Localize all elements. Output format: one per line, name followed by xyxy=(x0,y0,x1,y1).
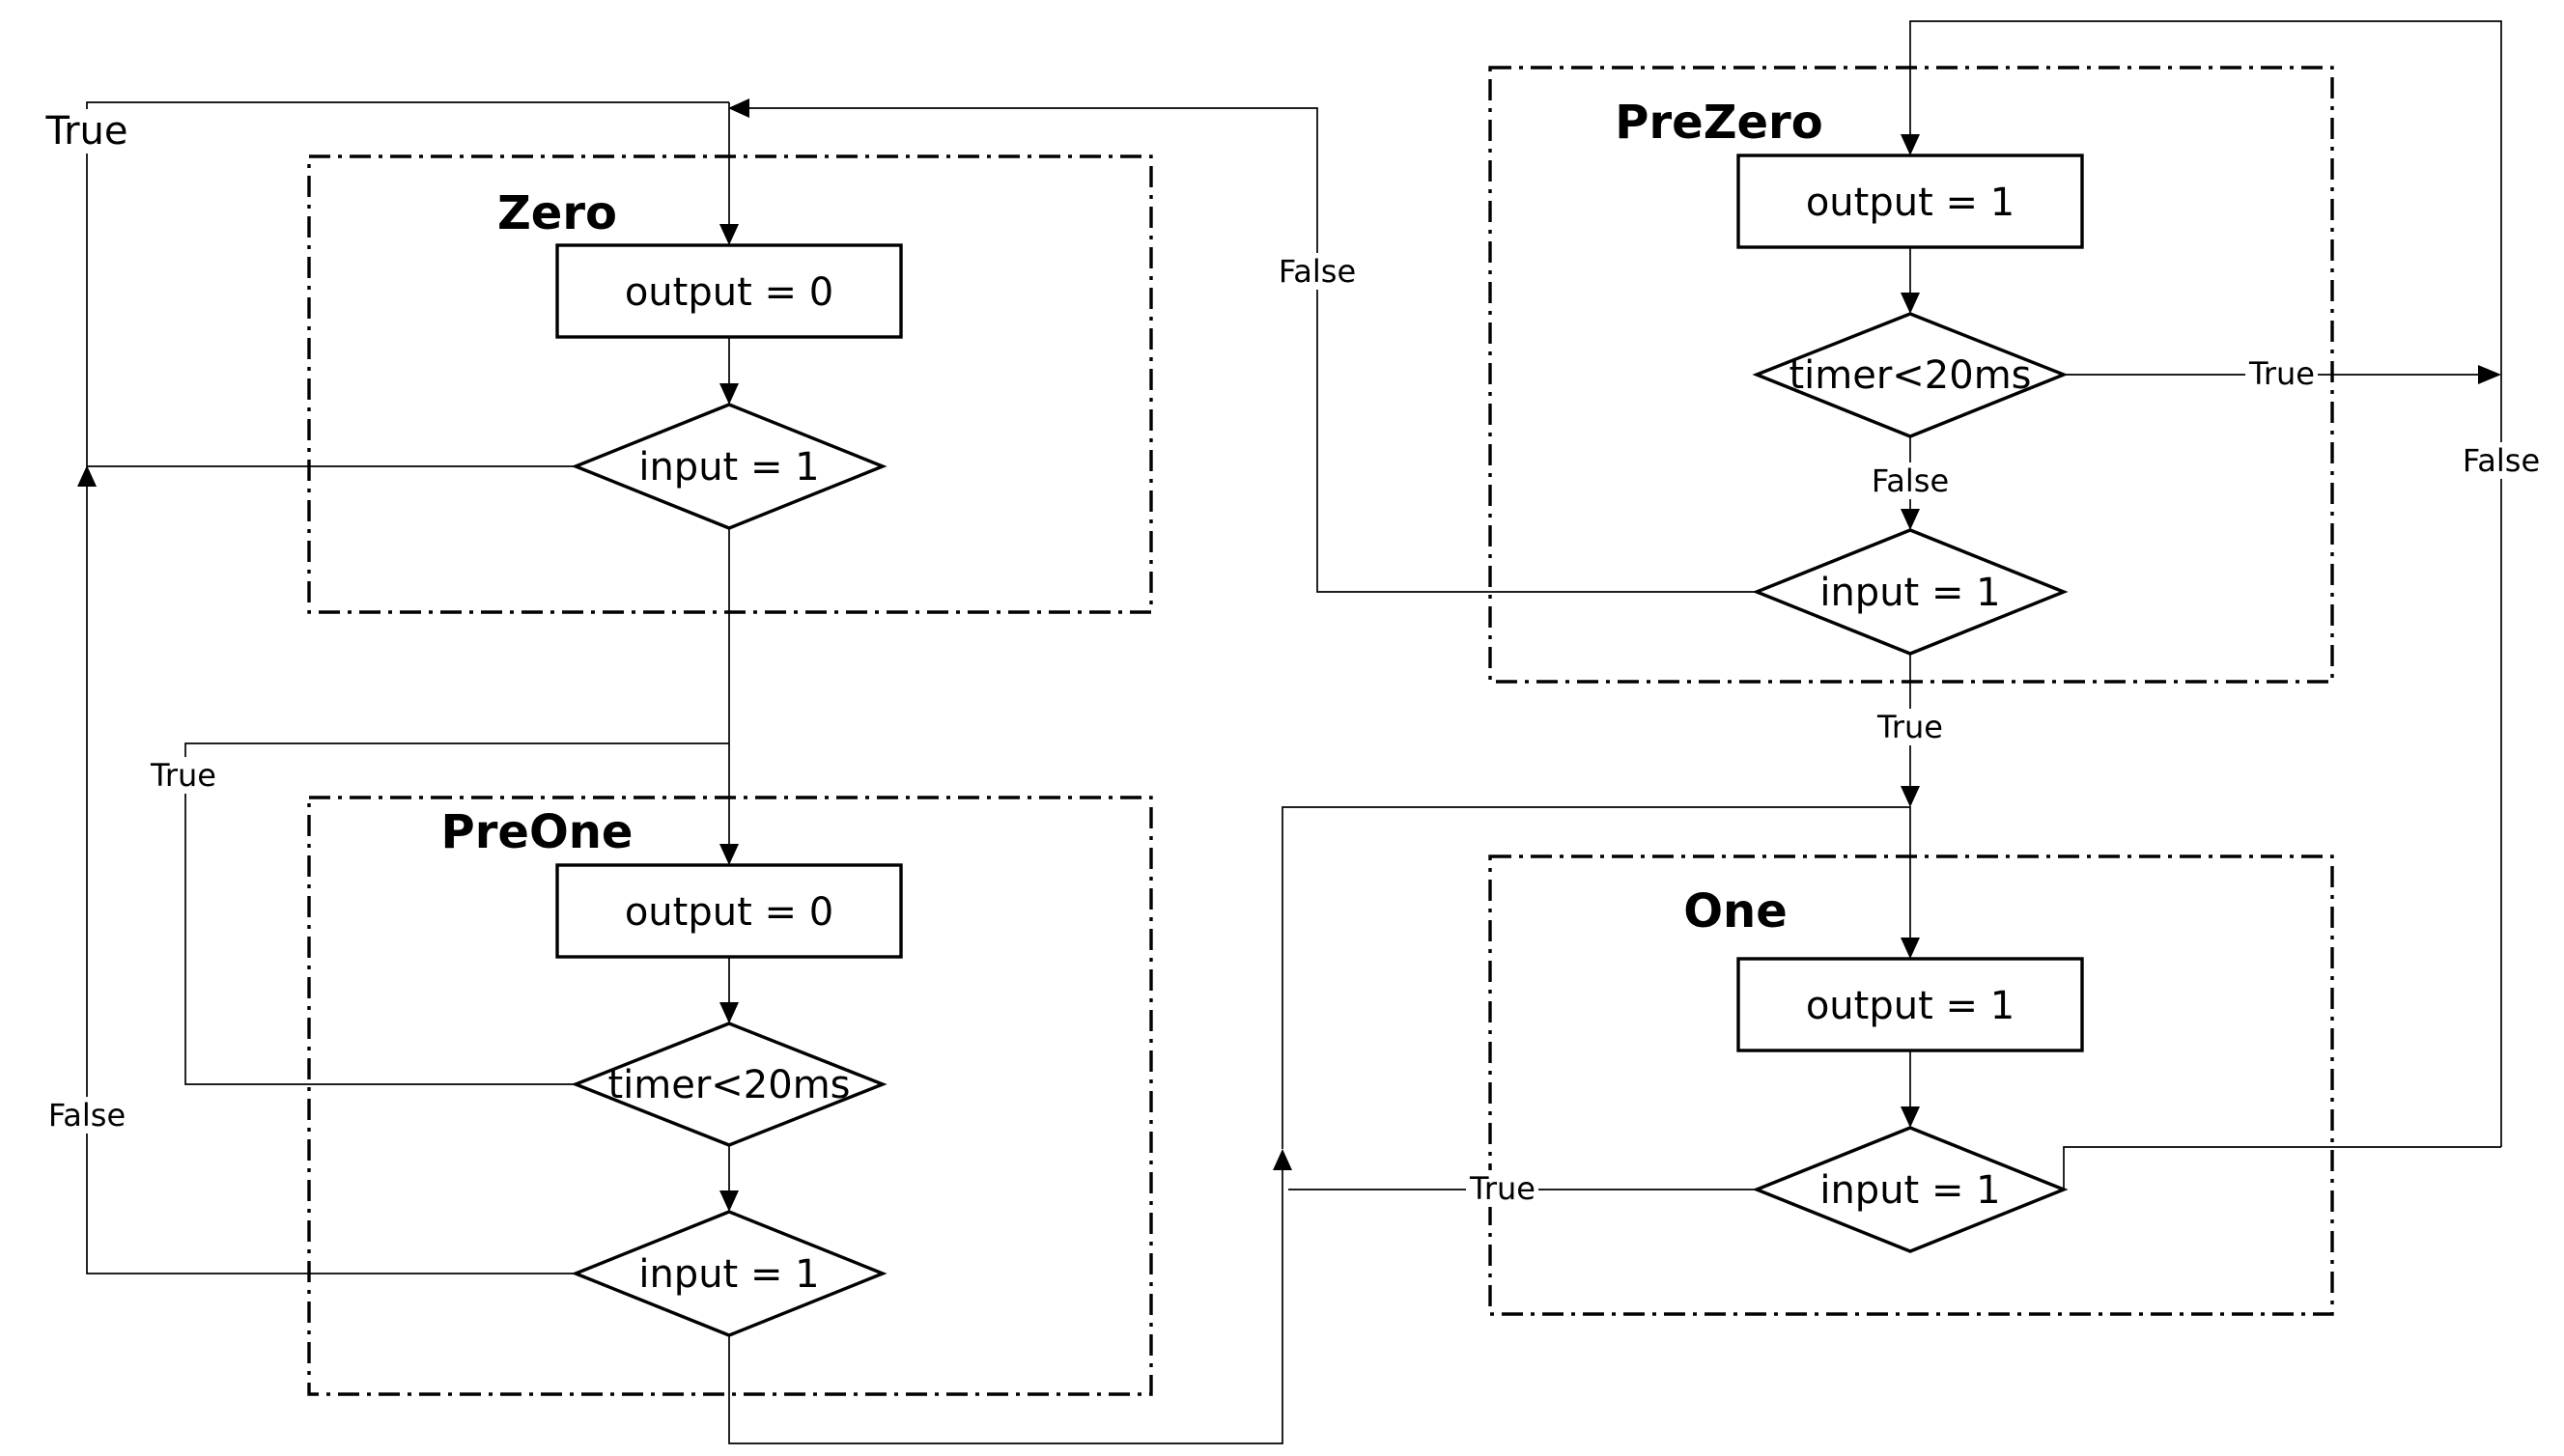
one-input-false-line xyxy=(2063,1146,2501,1190)
edge-label-backdrop xyxy=(1874,709,1946,745)
edge-label-backdrop xyxy=(44,1097,129,1134)
zero-true-label: True xyxy=(45,109,128,154)
pre-one-entry-arrowhead xyxy=(719,844,739,865)
pre-zero-state-title: PreZero xyxy=(1615,96,1822,150)
one-entry-arrowhead xyxy=(1901,938,1920,959)
pre-one-output-label: output = 0 xyxy=(625,890,833,935)
one-input-decision-label: input = 1 xyxy=(1819,1168,2000,1213)
zero-state-title: Zero xyxy=(497,186,617,240)
pre-one-timer-decision-label: timer<20ms xyxy=(607,1063,850,1107)
one-input-false-label: False xyxy=(2463,442,2540,479)
pre-one-input-decision-label: input = 1 xyxy=(638,1252,819,1297)
one-decision-arrowhead xyxy=(1901,1106,1920,1128)
edge-label-backdrop xyxy=(1868,462,1953,499)
zero-true-loop-line xyxy=(86,101,729,467)
connectors xyxy=(77,20,2502,1444)
pre-zero-input-false-label: False xyxy=(1279,253,1356,290)
zero-output-label: output = 0 xyxy=(625,270,833,315)
zero-state-frame xyxy=(307,154,1153,614)
pre-zero-input-decision-label: input = 1 xyxy=(1819,571,2000,615)
edge-label-backdrop xyxy=(1275,253,1360,290)
pre-one-timer-arrowhead xyxy=(719,1002,739,1023)
edge-label-backdrop xyxy=(147,757,219,794)
zero-output-box xyxy=(555,243,903,339)
pre-one-input-arrowhead xyxy=(719,1190,739,1212)
pre-zero-timer-false-label: False xyxy=(1872,462,1949,499)
pre-zero-output-box xyxy=(1736,154,2084,249)
one-input-true-label: True xyxy=(1469,1170,1536,1207)
pre-zero-output-label: output = 1 xyxy=(1806,181,2015,225)
pre-zero-input-true-label: True xyxy=(1876,709,1943,745)
pre-one-input-false-label: False xyxy=(48,1097,126,1134)
pre-one-timer-true-loop-line xyxy=(184,742,729,1085)
pre-zero-state: PreZero output = 1 timer<20ms input = 1 xyxy=(1488,66,2334,684)
one-input-decision xyxy=(1752,1126,2069,1253)
pre-zero-timer-true-label: True xyxy=(2248,355,2315,392)
pre-one-state: PreOne output = 0 timer<20ms input = 1 xyxy=(307,796,1153,1396)
edge-label-backdrop xyxy=(2459,442,2544,479)
pre-zero-timer-decision-label: timer<20ms xyxy=(1789,353,2031,398)
edge-label-backdrop xyxy=(2245,355,2318,392)
zero-entry-arrowhead xyxy=(719,224,739,245)
pre-one-to-one-line xyxy=(728,1166,1283,1444)
one-output-box xyxy=(1736,957,2084,1052)
one-state-frame xyxy=(1488,854,2334,1316)
edge-label-backdrop xyxy=(42,109,131,154)
pre-zero-input-arrowhead xyxy=(1901,509,1920,530)
pre-zero-entry-line xyxy=(1909,20,2502,1147)
pre-zero-input-false-line xyxy=(746,107,1757,593)
zero-input-decision-label: input = 1 xyxy=(638,445,819,490)
one-output-label: output = 1 xyxy=(1806,984,2015,1028)
one-entry-line xyxy=(1282,806,1911,1149)
pre-one-input-false-arrowhead xyxy=(77,465,97,487)
pre-zero-input-false-arrowhead xyxy=(728,98,749,118)
pre-zero-timer-true-arrowhead xyxy=(2478,365,2501,384)
pre-one-input-false-line xyxy=(86,483,576,1274)
edge-labels: True True False False True False True Tr… xyxy=(42,109,2544,1207)
pre-zero-entry-arrowhead xyxy=(1901,134,1920,155)
one-state-title: One xyxy=(1683,884,1788,938)
edge-label-backdrop xyxy=(1466,1170,1538,1207)
pre-one-state-frame xyxy=(307,796,1153,1396)
pre-zero-timer-arrowhead xyxy=(1901,293,1920,314)
pre-one-timer-true-label: True xyxy=(150,757,216,794)
zero-decision-arrowhead xyxy=(719,383,739,405)
pre-one-to-one-arrowhead xyxy=(1273,1149,1292,1170)
pre-zero-input-true-arrowhead xyxy=(1901,786,1920,807)
one-state: One output = 1 input = 1 xyxy=(1488,854,2334,1316)
pre-one-state-title: PreOne xyxy=(441,805,634,859)
